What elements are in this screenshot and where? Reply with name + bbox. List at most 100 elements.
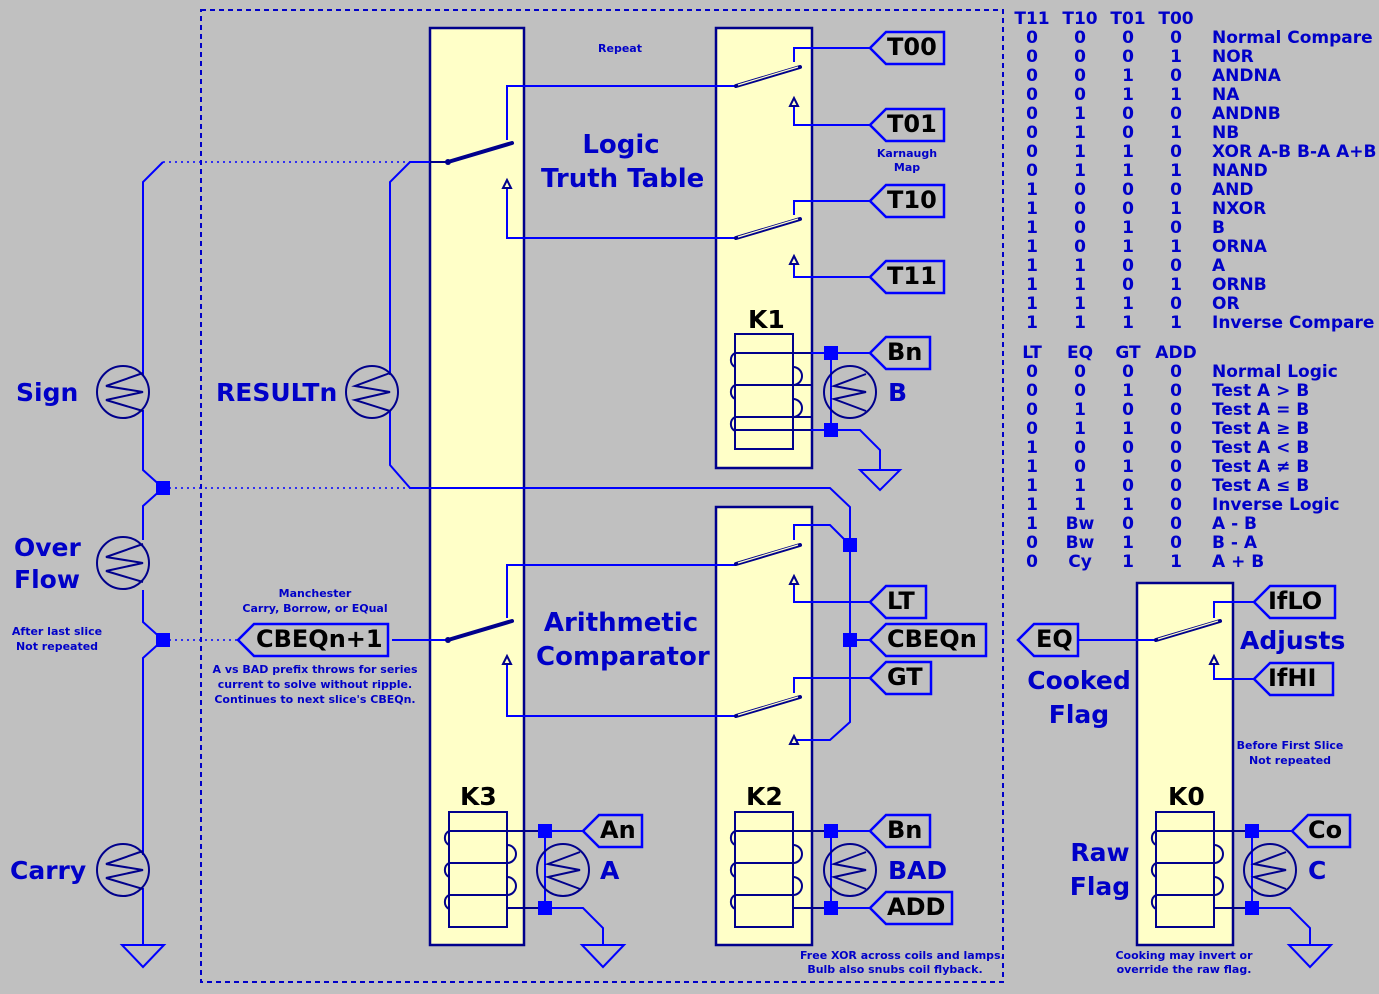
before-first-slice-note: Before First Slice Not repeated: [1232, 738, 1348, 768]
table-cell: 0: [1074, 47, 1086, 67]
table-cell: 0: [1170, 381, 1182, 401]
lamp-overflow-label-line2: Flow: [14, 565, 80, 594]
lamp-b: [823, 360, 877, 423]
header-cell: T11: [1014, 9, 1050, 29]
free-xor-line2: Bulb also snubs coil flyback.: [807, 963, 983, 976]
flag-bn-top-shape: [868, 335, 932, 371]
table-description: OR: [1212, 294, 1240, 314]
repeat-note: Repeat: [598, 42, 642, 55]
table-cell: 0: [1026, 362, 1038, 382]
table-description: Test A = B: [1212, 400, 1310, 420]
table-cell: 0: [1170, 104, 1182, 124]
table-cell: 1: [1026, 237, 1038, 257]
flag-lt-shape: [868, 584, 928, 620]
table-description: B - A: [1212, 533, 1258, 553]
karnaugh-map-note: Karnaugh Map: [864, 147, 950, 175]
wire-t11: [793, 262, 870, 278]
table-cell: 0: [1122, 104, 1134, 124]
table-cell: 0: [1074, 381, 1086, 401]
table-cell: 0: [1074, 438, 1086, 458]
table-cell: 1: [1026, 275, 1038, 295]
table-cell: 0: [1122, 400, 1134, 420]
lamp-sign-label: Sign: [16, 378, 79, 407]
table-cell: 1: [1026, 199, 1038, 219]
table-cell: 0: [1170, 218, 1182, 238]
manchester-line2: Carry, Borrow, or EQual: [242, 602, 388, 615]
table-description: A - B: [1212, 514, 1258, 534]
cooked-flag-line1: Cooked: [1027, 666, 1131, 695]
prefix-note-line1: A vs BAD prefix throws for series: [212, 663, 418, 676]
table-cell: 0: [1170, 66, 1182, 86]
flag-eq-shape: [1016, 622, 1080, 658]
prefix-note-line3: Continues to next slice's CBEQn.: [214, 693, 416, 706]
cooking-note: Cooking may invert or override the raw f…: [1114, 949, 1254, 977]
switch-k1-top: [734, 65, 802, 107]
table-cell: 0: [1074, 85, 1086, 105]
coil-k1: [729, 333, 811, 450]
table-cell: 0: [1122, 47, 1134, 67]
table-description: Test A ≥ B: [1212, 419, 1310, 439]
lamp-carry-label: Carry: [10, 856, 87, 885]
wire-k2-top: [793, 524, 851, 546]
flag-iflo-shape: [1252, 584, 1337, 620]
table-cell: 0: [1074, 237, 1086, 257]
switch-k1-bottom: [734, 217, 802, 265]
header-cell: ADD: [1155, 343, 1197, 363]
flag-bn-bottom: Bn: [887, 816, 923, 844]
table-description: ORNA: [1212, 237, 1267, 257]
table-description: Test A > B: [1212, 381, 1310, 401]
table-cell: 0: [1026, 47, 1038, 67]
table-cell: 0: [1026, 161, 1038, 181]
flag-t01-shape: [868, 107, 946, 143]
table-cell: 0: [1170, 28, 1182, 48]
wire-k3-b-no: [506, 662, 736, 717]
table-cell: 1: [1026, 256, 1038, 276]
flag-t01: T01: [887, 110, 937, 138]
table-cell: 0: [1170, 142, 1182, 162]
table-cell: 1: [1074, 275, 1086, 295]
table-cell: 1: [1170, 123, 1182, 143]
table-cell: 1: [1074, 104, 1086, 124]
prefix-note-line2: current to solve without ripple.: [217, 678, 413, 691]
table-cell: 1: [1170, 313, 1182, 333]
table-cell: 0: [1074, 199, 1086, 219]
table-cell: 1: [1074, 495, 1086, 515]
flag-co-shape: [1290, 813, 1352, 849]
header-cell: T01: [1110, 9, 1146, 29]
relay-k1-body: [714, 26, 814, 470]
table-cell: 0: [1122, 180, 1134, 200]
flag-add-shape: [868, 890, 954, 926]
table-cell: 1: [1122, 161, 1134, 181]
table-cell: 1: [1122, 313, 1134, 333]
table-description: XOR A-B B-A A+B: [1212, 142, 1377, 162]
free-xor-note: Free XOR across coils and lamps. Bulb al…: [800, 949, 1005, 977]
table-cell: 1: [1170, 275, 1182, 295]
relay-k0-label: K0: [1168, 782, 1205, 811]
adjusts-label: Adjusts: [1240, 626, 1346, 655]
lamp-overflow-label-line1: Over: [14, 533, 81, 562]
table-cell: 1: [1122, 457, 1134, 477]
table-description: AND: [1212, 180, 1254, 200]
switch-k2-bottom: [734, 695, 802, 745]
table-description: NB: [1212, 123, 1240, 143]
table-cell: 0: [1122, 275, 1134, 295]
arithmetic-comparator-heading: Arithmetic Comparator: [536, 606, 710, 674]
lamp-sign: [96, 365, 150, 419]
table-cell: 0: [1170, 400, 1182, 420]
table-description: NA: [1212, 85, 1240, 105]
flag-ifhi: IfHI: [1268, 664, 1317, 692]
table-cell: 0: [1074, 180, 1086, 200]
